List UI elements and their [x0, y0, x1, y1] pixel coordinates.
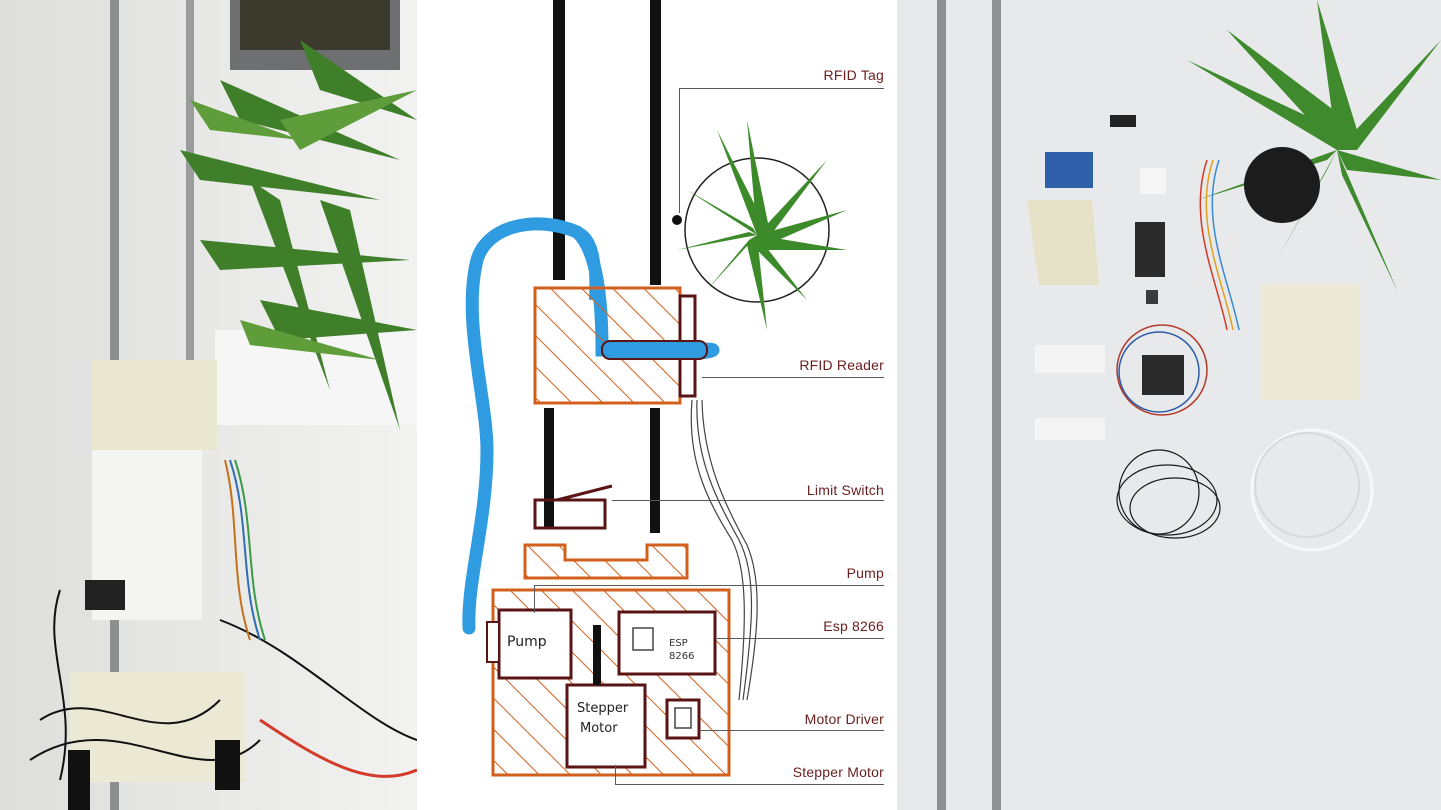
plant-sketch [672, 120, 847, 330]
callout-line-motor-driver [699, 730, 884, 731]
callout-line-rfid-tag [679, 88, 884, 89]
callout-label-stepper-motor: Stepper Motor [793, 764, 884, 780]
callout-label-limit-switch: Limit Switch [807, 482, 884, 498]
motor-driver-box [667, 700, 699, 738]
stepper-label-line1: Stepper [577, 701, 629, 716]
callout-line-limit-switch [612, 500, 884, 501]
device-sketch: Pump ESP 8266 Stepper Motor [417, 0, 897, 810]
carriage-base [525, 545, 687, 578]
pump-box-label: Pump [507, 634, 547, 650]
right-rod [650, 0, 661, 285]
parts-layout-illustration [897, 0, 1441, 810]
esp-label-line1: ESP [669, 638, 688, 649]
tube-outlet [602, 341, 707, 359]
callout-label-pump: Pump [847, 565, 884, 581]
sketch-diagram-panel: Pump ESP 8266 Stepper Motor [417, 0, 897, 810]
photo-assembled-device [0, 0, 417, 810]
stepper-label-line2: Motor [580, 721, 618, 736]
callout-line-pump-vertical [534, 585, 535, 613]
callout-line-rfid-reader [702, 377, 884, 378]
callout-line-esp8266 [717, 638, 884, 639]
callout-line-rfid-tag-vertical [679, 88, 680, 213]
callout-line-stepper-motor [615, 784, 884, 785]
callout-line-stepper-motor-vertical [615, 765, 616, 784]
callout-label-esp8266: Esp 8266 [823, 618, 884, 634]
callout-label-motor-driver: Motor Driver [805, 711, 884, 727]
photo-parts-layout [897, 0, 1441, 810]
callout-line-pump [534, 585, 884, 586]
callout-label-rfid-tag: RFID Tag [824, 67, 884, 83]
assembled-device-illustration [0, 0, 417, 810]
callout-label-rfid-reader: RFID Reader [799, 357, 884, 373]
esp-label-line2: 8266 [669, 651, 694, 662]
left-rod [553, 0, 565, 280]
